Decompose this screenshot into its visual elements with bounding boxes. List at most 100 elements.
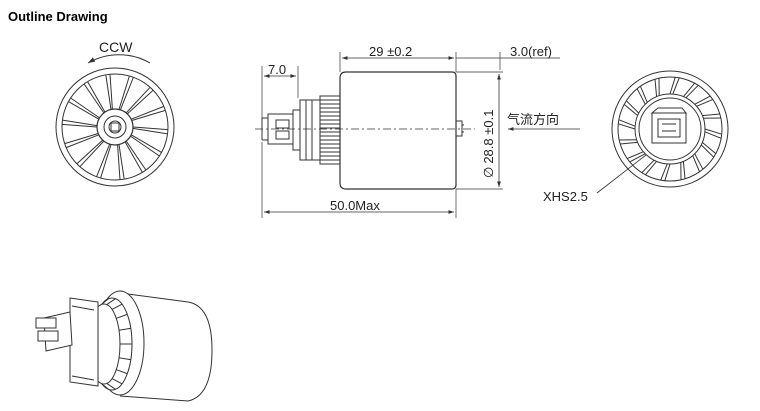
front-blade — [62, 123, 98, 128]
rear-blade — [701, 142, 717, 154]
front-blade — [87, 81, 106, 113]
front-blade — [96, 144, 111, 177]
front-hub — [96, 108, 134, 146]
front-blade — [79, 140, 105, 168]
airflow-label: 气流方向 — [507, 112, 559, 127]
iso-body — [119, 292, 213, 402]
front-blade — [125, 86, 151, 114]
iso-fin — [116, 369, 128, 375]
front-blade — [70, 97, 100, 119]
length-dim-label: 29 ±0.2 — [369, 44, 412, 59]
iso-fin — [116, 313, 128, 319]
front-blade — [131, 109, 166, 121]
rear-blade — [700, 144, 715, 158]
front-blade — [62, 119, 98, 127]
front-fan-blades — [62, 74, 168, 180]
rear-hub — [634, 93, 706, 165]
front-blade — [68, 101, 100, 120]
side-view — [255, 52, 580, 218]
rear-blade — [664, 163, 671, 181]
front-blade — [66, 134, 99, 149]
iso-fin — [111, 303, 123, 310]
front-blade — [130, 134, 162, 153]
fan-bracket — [299, 99, 321, 161]
front-blade — [117, 144, 121, 180]
rear-blade — [683, 82, 695, 98]
rear-blade — [623, 104, 639, 116]
rear-blade — [660, 163, 668, 181]
front-blade — [76, 139, 104, 165]
rear-blade — [618, 123, 636, 130]
front-inner-ring — [61, 73, 169, 181]
rotor-knurl-lines — [320, 99, 340, 161]
rear-outer-ring — [611, 70, 729, 188]
rear-blade — [645, 160, 657, 176]
rear-blade — [694, 95, 711, 105]
front-blade — [132, 126, 168, 131]
rear-blade — [692, 155, 701, 172]
ccw-label: CCW — [99, 39, 133, 55]
connector-dim-label: 7.0 — [268, 62, 286, 77]
iso-fin — [100, 298, 109, 305]
rear-blade — [629, 153, 646, 163]
front-blade — [132, 127, 168, 135]
front-blade — [105, 74, 112, 110]
rear-blade — [639, 86, 648, 103]
rear-blade — [625, 100, 640, 114]
rear-blade — [636, 88, 646, 105]
rear-blade — [641, 159, 655, 174]
rear-blade — [682, 161, 686, 179]
rear-blade — [704, 128, 722, 135]
iso-fin — [111, 378, 123, 385]
diameter-symbol: ∅ — [481, 167, 496, 178]
rear-blade — [618, 119, 636, 127]
rear-blade — [694, 153, 704, 170]
front-outer-ring — [55, 67, 175, 187]
page-title: Outline Drawing — [8, 9, 108, 24]
front-blade — [126, 89, 154, 115]
diameter-value: 28.8 ±0.1 — [481, 110, 496, 164]
rear-blade — [654, 79, 658, 97]
overall-dim-label: 50.0Max — [330, 198, 380, 213]
front-blade — [64, 133, 99, 145]
front-blade — [130, 135, 160, 157]
rear-blade — [685, 84, 699, 99]
front-shaft-flat — [110, 122, 120, 132]
shaft-stub — [455, 120, 463, 137]
front-blade — [118, 144, 125, 180]
rear-blade — [620, 141, 638, 145]
ref-dim-label: 3.0(ref) — [510, 44, 552, 59]
isometric-view — [35, 290, 213, 402]
rear-blade — [672, 77, 680, 95]
iso-fin — [118, 327, 131, 331]
ccw-arrow — [87, 54, 151, 64]
rear-inner-ring — [617, 76, 723, 182]
front-blade — [119, 77, 134, 110]
front-blade — [124, 141, 143, 173]
front-blade — [100, 144, 112, 179]
motor-body — [339, 71, 457, 190]
iso-fin — [106, 382, 116, 390]
rear-connector — [651, 112, 687, 144]
front-blade — [83, 83, 105, 114]
rotor-ring — [319, 95, 341, 165]
front-blade — [118, 75, 130, 110]
front-view — [55, 54, 175, 187]
xhs-leader — [596, 154, 647, 194]
diameter-dim-label: ∅ 28.8 ±0.1 — [481, 110, 496, 178]
rear-fan-blades — [618, 77, 722, 181]
front-blade — [109, 74, 113, 110]
rear-blade — [696, 98, 713, 107]
iso-fin — [118, 357, 131, 361]
iso-fin — [106, 298, 116, 306]
xhs-label: XHS2.5 — [543, 189, 588, 204]
rear-blade — [627, 151, 644, 160]
iso-bracket — [69, 297, 99, 387]
rear-blade — [704, 131, 722, 139]
rear-blade — [702, 113, 720, 117]
iso-fin — [100, 383, 109, 390]
front-blade — [125, 140, 147, 171]
front-blade — [131, 105, 164, 120]
rear-blade — [669, 77, 676, 95]
